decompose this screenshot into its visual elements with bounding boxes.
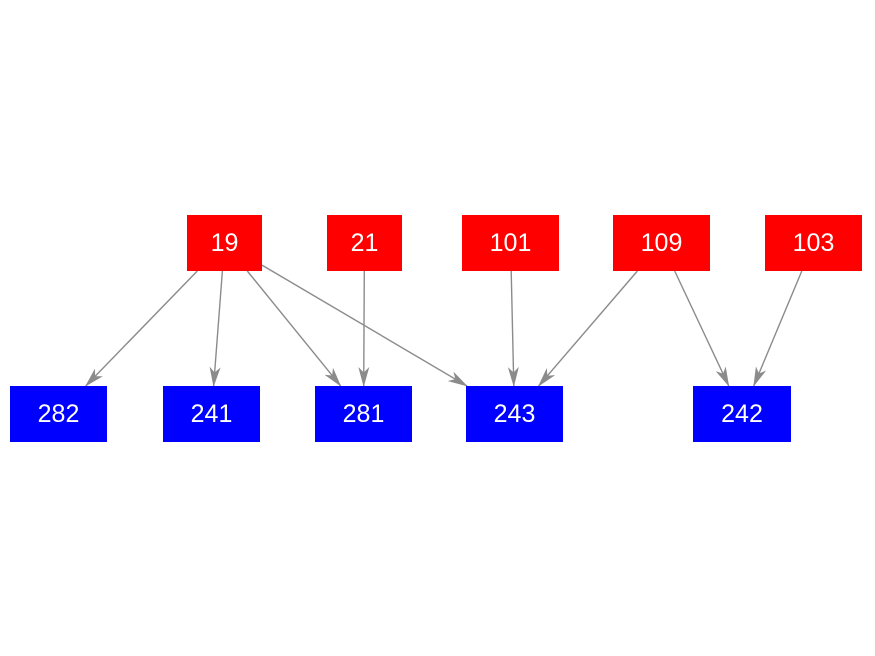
- node-label: 242: [721, 399, 763, 428]
- node-242: 242: [693, 386, 791, 442]
- node-label: 241: [190, 399, 233, 428]
- node-282: 282: [10, 386, 107, 442]
- node-241: 241: [163, 386, 260, 442]
- node-label: 109: [640, 228, 683, 257]
- edge-101-243: [507, 270, 519, 387]
- edge-group: [85, 264, 803, 387]
- edge-21-281: [358, 270, 370, 387]
- node-label: 19: [210, 228, 239, 257]
- edge-109-243: [537, 270, 638, 387]
- node-label: 101: [489, 228, 532, 257]
- node-281: 281: [315, 386, 412, 442]
- edge-109-242: [674, 270, 730, 387]
- node-label: 243: [493, 399, 536, 428]
- node-19: 19: [187, 215, 262, 271]
- node-label: 21: [350, 228, 379, 257]
- edge-19-282: [85, 270, 198, 387]
- node-103: 103: [765, 215, 862, 271]
- node-243: 243: [466, 386, 563, 442]
- edge-103-242: [753, 270, 803, 387]
- edge-19-241: [209, 270, 224, 387]
- node-label: 103: [792, 228, 835, 257]
- node-label: 282: [37, 399, 80, 428]
- edge-19-281: [246, 270, 342, 387]
- node-21: 21: [327, 215, 402, 271]
- node-label: 281: [342, 399, 385, 428]
- node-109: 109: [613, 215, 710, 271]
- node-101: 101: [462, 215, 559, 271]
